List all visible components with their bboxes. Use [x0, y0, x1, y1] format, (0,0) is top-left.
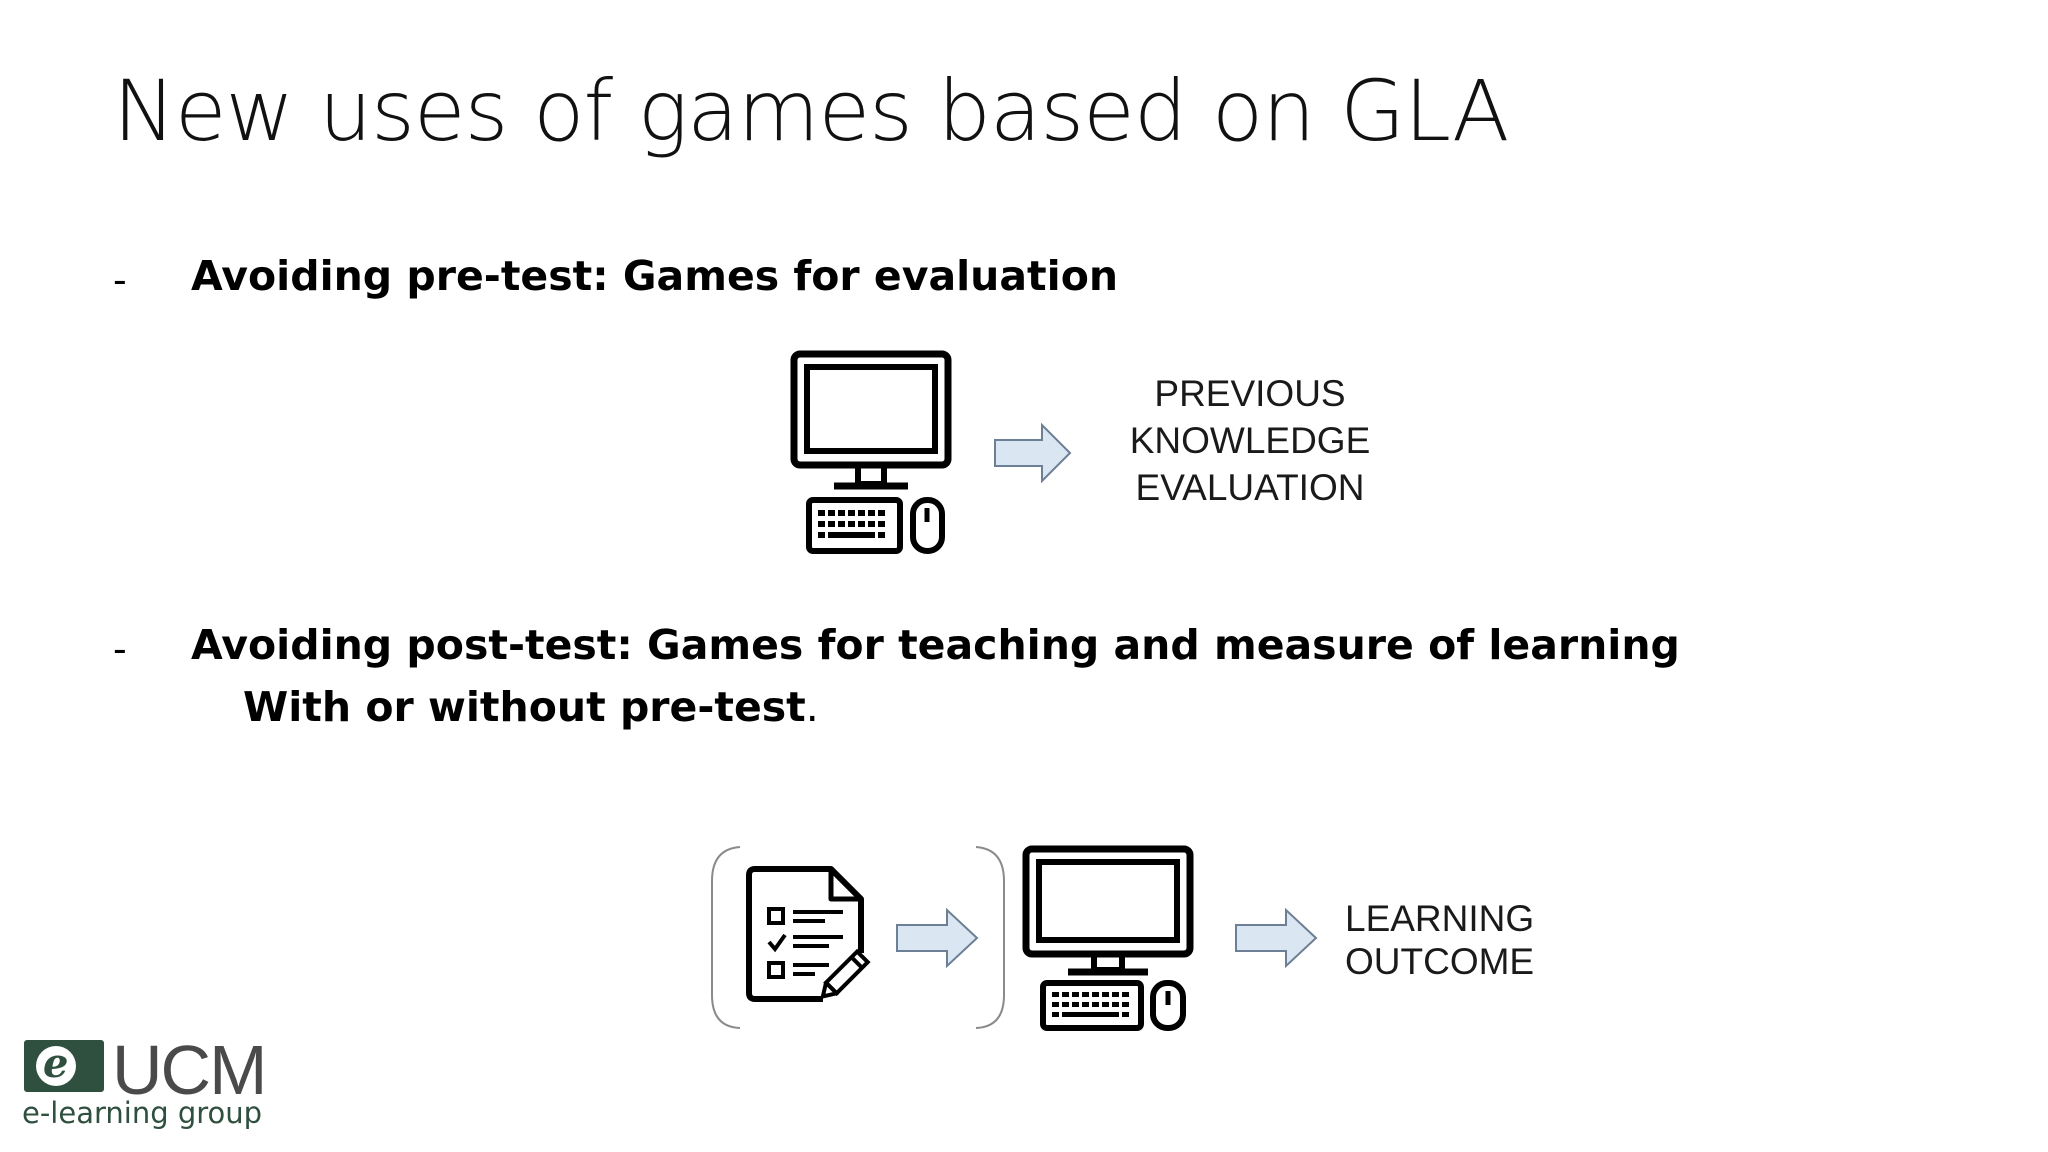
bullet-post-test-subline: With or without pre-test. — [243, 683, 819, 731]
checklist-document-icon — [746, 866, 871, 1002]
label-line: KNOWLEDGE — [1129, 420, 1371, 461]
logo-mark-letter: e — [43, 1040, 69, 1087]
bracket-group — [711, 846, 1005, 1029]
subline-period: . — [805, 683, 819, 731]
learning-outcome-label: LEARNING OUTCOME — [1345, 897, 1555, 983]
computer-icon — [790, 350, 952, 554]
bullet-pre-test: Avoiding pre-test: Games for evaluation — [191, 252, 1119, 300]
bullet-post-test: Avoiding post-test: Games for teaching a… — [191, 621, 1680, 669]
logo-mark: e — [24, 1040, 104, 1092]
label-line: EVALUATION — [1135, 467, 1365, 508]
label-line: LEARNING — [1345, 898, 1535, 939]
label-line: PREVIOUS — [1154, 373, 1346, 414]
logo-name: UCM — [112, 1031, 267, 1109]
label-line: OUTCOME — [1345, 941, 1535, 982]
logo-tagline: e-learning group — [22, 1096, 263, 1130]
slide-title: New uses of games based on GLA — [113, 62, 1509, 160]
arrow-right-icon — [1235, 907, 1318, 969]
subline-text: With or without pre-test — [243, 683, 806, 731]
logo-mark-circle — [36, 1046, 76, 1086]
bullet-dash: - — [113, 627, 127, 671]
arrow-right-icon — [994, 422, 1072, 484]
ucm-logo: e UCM e-learning group — [20, 1030, 280, 1130]
previous-knowledge-evaluation-label: PREVIOUS KNOWLEDGE EVALUATION — [1120, 370, 1380, 511]
computer-icon — [1022, 845, 1194, 1031]
arrow-right-icon — [896, 907, 979, 969]
bullet-dash: - — [113, 258, 127, 302]
